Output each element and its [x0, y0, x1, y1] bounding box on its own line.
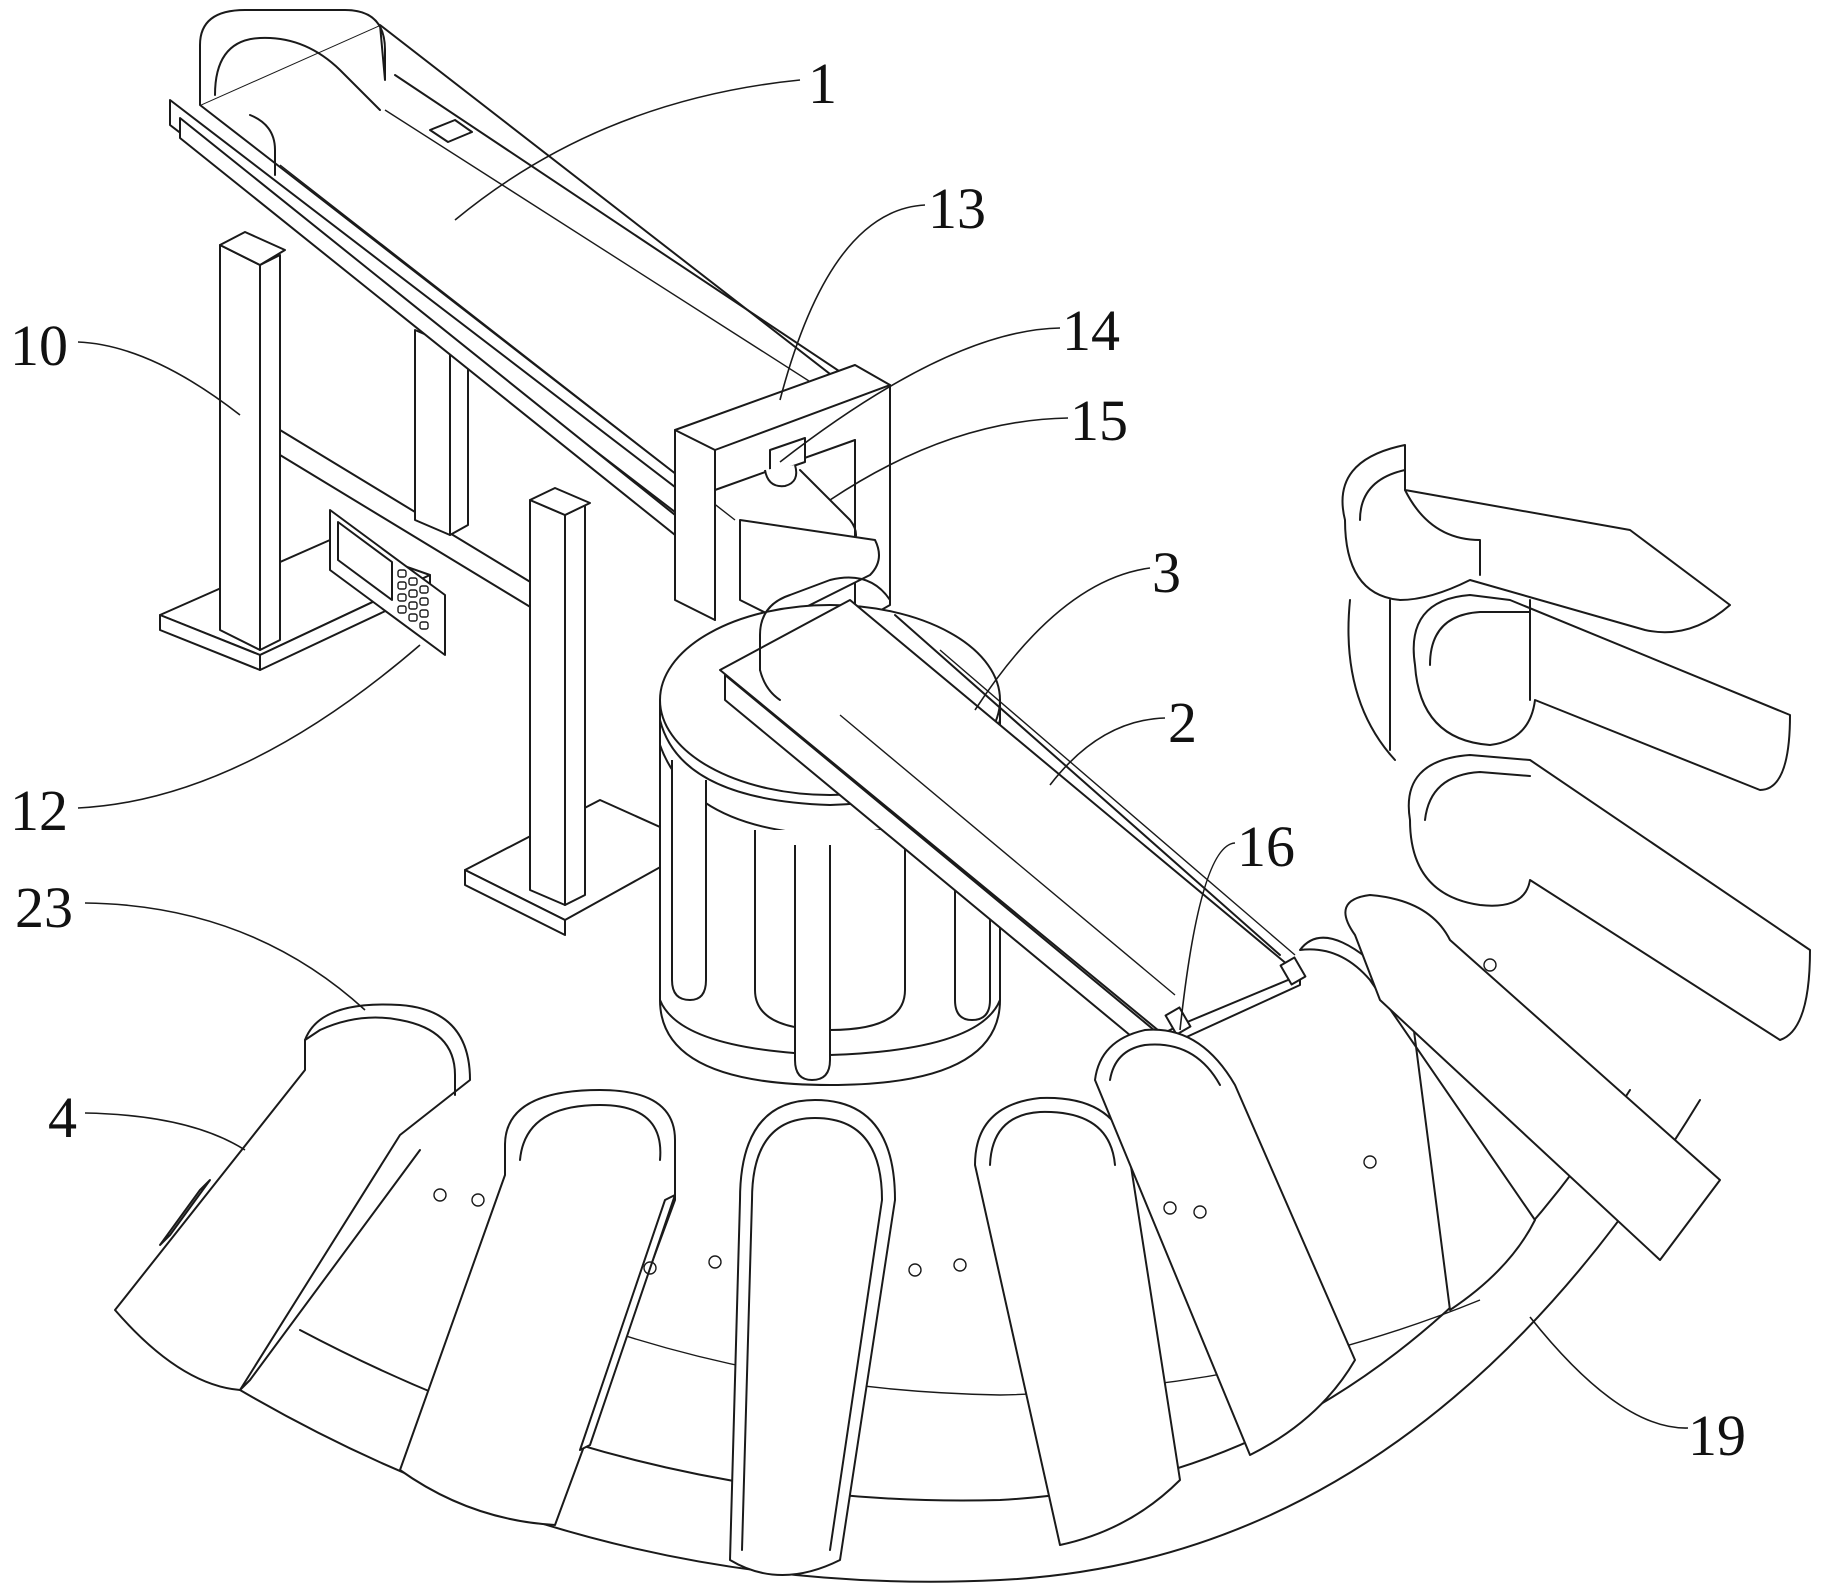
keypad-key[interactable] — [398, 582, 406, 589]
keypad-key[interactable] — [398, 594, 406, 601]
keypad-key[interactable] — [409, 590, 417, 597]
label-15: 15 — [1070, 388, 1128, 453]
leader-23 — [85, 903, 365, 1010]
keypad-key[interactable] — [420, 586, 428, 593]
knob-icon — [909, 1264, 921, 1276]
label-12: 12 — [10, 778, 68, 843]
keypad-key[interactable] — [420, 598, 428, 605]
leader-2 — [1050, 718, 1165, 785]
label-4: 4 — [48, 1085, 77, 1150]
label-23: 23 — [15, 875, 73, 940]
keypad-key[interactable] — [409, 602, 417, 609]
chute — [730, 1100, 895, 1575]
knob-icon — [472, 1194, 484, 1206]
stacked-chute — [1343, 445, 1731, 632]
keypad-key[interactable] — [398, 570, 406, 577]
keypad-key[interactable] — [398, 606, 406, 613]
label-10: 10 — [10, 313, 68, 378]
leader-4 — [85, 1113, 245, 1150]
label-13: 13 — [928, 176, 986, 241]
leader-12 — [78, 645, 420, 808]
keypad-key[interactable] — [409, 578, 417, 585]
keypad-key[interactable] — [420, 610, 428, 617]
label-1: 1 — [808, 51, 837, 116]
knob-icon — [709, 1256, 721, 1268]
knob-icon — [954, 1259, 966, 1271]
keypad-key[interactable] — [420, 622, 428, 629]
label-14: 14 — [1062, 298, 1120, 363]
knob-icon — [434, 1189, 446, 1201]
label-3: 3 — [1152, 540, 1181, 605]
label-19: 19 — [1688, 1403, 1746, 1468]
leader-10 — [78, 342, 240, 415]
knob-icon — [1364, 1156, 1376, 1168]
label-16: 16 — [1237, 814, 1295, 879]
knob-icon — [1484, 959, 1496, 971]
keypad-key[interactable] — [409, 614, 417, 621]
leader-3 — [975, 568, 1150, 710]
chute — [115, 1004, 470, 1390]
leader-19 — [1530, 1317, 1688, 1428]
label-2: 2 — [1168, 690, 1197, 755]
